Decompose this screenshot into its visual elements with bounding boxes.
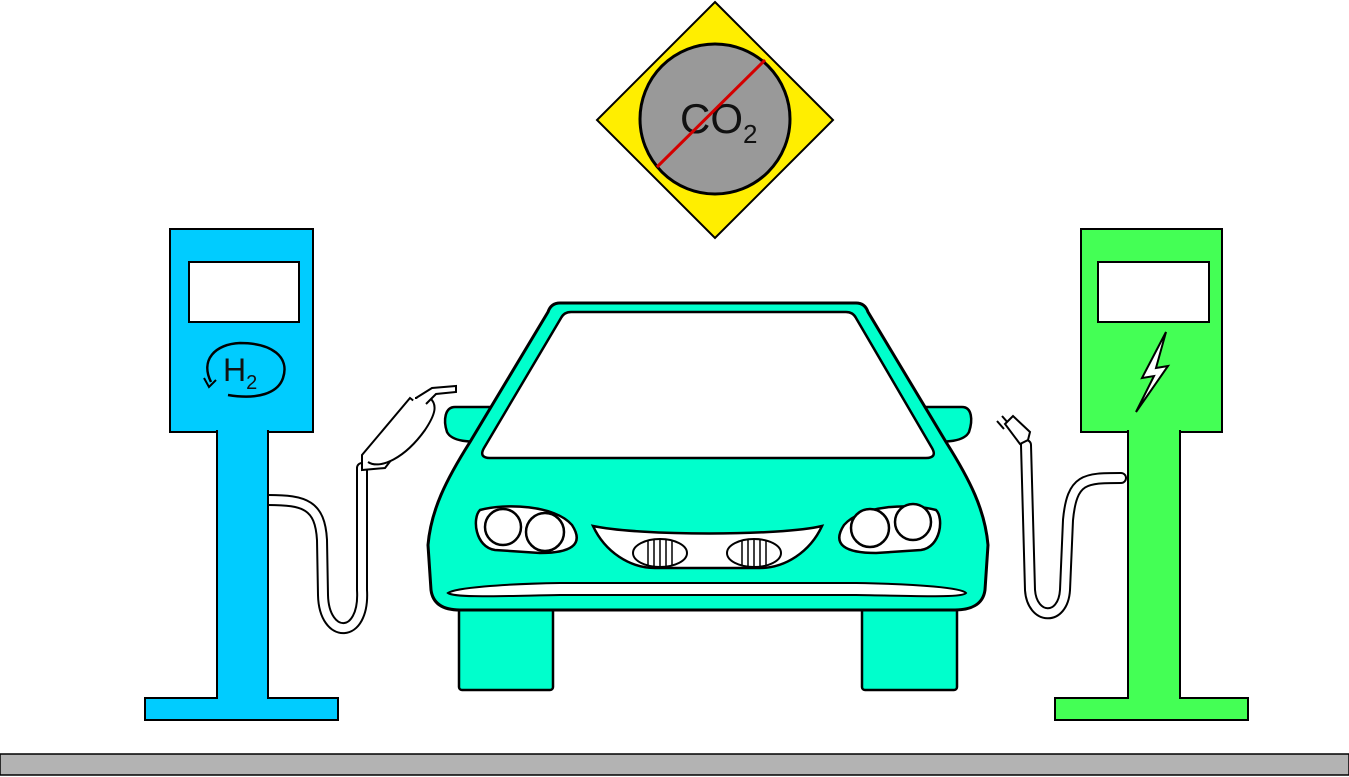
car-bumper [446,582,968,598]
ground-strip [0,753,1349,776]
hydrogen-label: H2 [223,352,257,394]
hydrogen-label-main: H [223,352,246,388]
hydrogen-pump-head [169,228,314,433]
lightning-bolt-icon [1135,331,1171,413]
hydrogen-icon: H2 [203,341,286,398]
hydrogen-pump: H2 [144,228,457,721]
electric-charger [996,228,1249,721]
car-right-headlight [838,502,942,555]
car-grille [590,524,825,570]
hydrogen-label-sub: 2 [246,372,257,394]
hydrogen-pump-column [216,430,269,700]
hydrogen-pump-base [144,697,339,721]
car-left-headlight [474,505,578,555]
hydrogen-pump-screen [188,261,300,323]
sign-slash [655,58,767,169]
sign-text-sub: 2 [743,119,757,149]
car-windshield [481,310,935,460]
no-co2-sign-icon: CO2 [595,0,835,240]
charger-column [1127,430,1181,700]
charger-cable [1020,439,1127,620]
charger-screen [1097,261,1210,323]
charger-base [1054,697,1249,721]
hydrogen-hose [262,462,369,635]
charger-plug-icon [996,414,1032,446]
car-front-icon [426,301,990,692]
hydrogen-nozzle-icon [361,384,457,472]
sign-circle [638,42,792,196]
charger-head [1080,228,1223,433]
